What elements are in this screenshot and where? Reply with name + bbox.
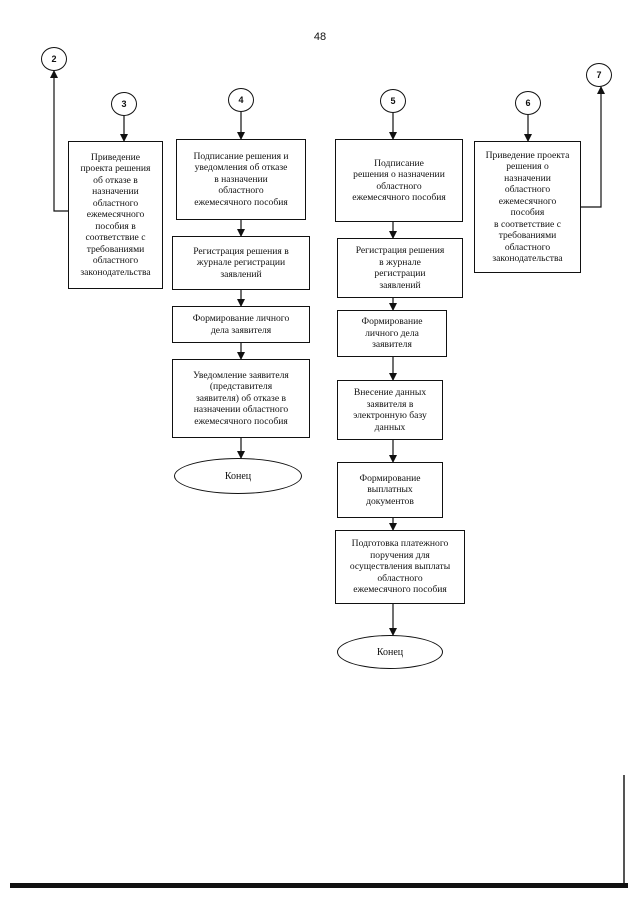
connector-3: 3 bbox=[111, 92, 137, 116]
box-register-refusal: Регистрация решения в журнале регистраци… bbox=[172, 236, 310, 290]
box-adjust-refusal-draft: Приведение проекта решения об отказе в н… bbox=[68, 141, 163, 289]
end-terminal-refusal: Конец bbox=[174, 458, 302, 494]
connector-7: 7 bbox=[586, 63, 612, 87]
box-enter-database: Внесение данных заявителя в электронную … bbox=[337, 380, 443, 440]
box-personal-file-approval: Формирование личного дела заявителя bbox=[337, 310, 447, 357]
scan-bottom-bar bbox=[10, 883, 628, 888]
end-terminal-approval: Конец bbox=[337, 635, 443, 669]
box-adjust-approval-draft: Приведение проекта решения о назначении … bbox=[474, 141, 581, 273]
box-sign-approval: Подписание решения о назначении областно… bbox=[335, 139, 463, 222]
box-personal-file-refusal: Формирование личного дела заявителя bbox=[172, 306, 310, 343]
page-number: 48 bbox=[313, 31, 327, 43]
connector-5: 5 bbox=[380, 89, 406, 113]
box-payment-documents: Формирование выплатных документов bbox=[337, 462, 443, 518]
connector-2: 2 bbox=[41, 47, 67, 71]
box-sign-refusal: Подписание решения и уведомления об отка… bbox=[176, 139, 306, 220]
connector-4: 4 bbox=[228, 88, 254, 112]
scan-edge-shadow bbox=[623, 775, 625, 885]
box-notify-refusal: Уведомление заявителя (представителя зая… bbox=[172, 359, 310, 438]
box-register-approval: Регистрация решения в журнале регистраци… bbox=[337, 238, 463, 298]
box-payment-order: Подготовка платежного поручения для осущ… bbox=[335, 530, 465, 604]
connector-6: 6 bbox=[515, 91, 541, 115]
